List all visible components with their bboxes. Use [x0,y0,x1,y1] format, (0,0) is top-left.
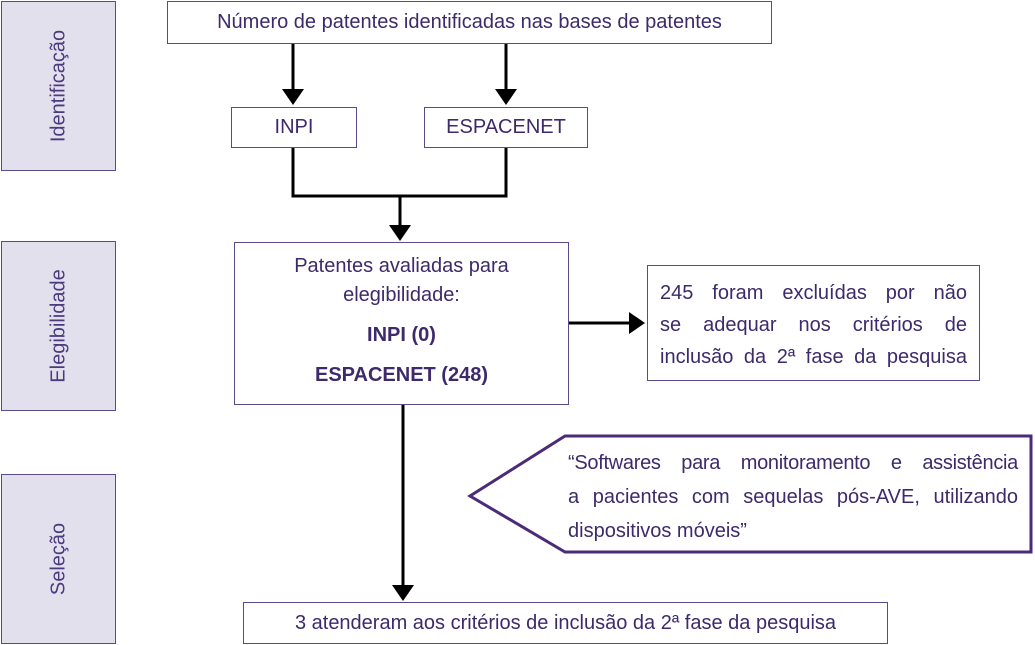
espacenet-text: ESPACENET [446,116,566,138]
identified-patents-text: Número de patentes identificadas nas bas… [217,11,722,33]
arrowhead-eval [389,225,411,241]
excluded-box: 245 foram excluídas por não se adequar n… [647,265,980,381]
arrowhead-excluded [629,312,645,334]
identified-patents-box: Número de patentes identificadas nas bas… [167,1,772,44]
final-selection-text: 3 atenderam aos critérios de inclusão da… [294,611,837,634]
espacenet-box: ESPACENET [424,107,588,148]
eligibility-espacenet-count: ESPACENET (248) [314,364,488,386]
arrowhead-final [392,585,414,601]
eligibility-text-line2: elegibilidade: [343,284,460,306]
stage-selecao: Seleção [1,474,116,644]
arrowhead-espacenet [495,89,517,105]
query-callout-shape [467,434,1033,554]
excluded-text-line2: se adequar nos critérios de [660,314,967,336]
query-callout-text: “Softwares para monitoramento e assistên… [568,446,1018,548]
stage-elegibilidade: Elegibilidade [1,241,116,411]
excluded-text-line3: inclusão da 2ª fase da pesquisa [660,346,967,368]
query-text-line2: a pacientes com sequelas pós-AVE, utiliz… [568,486,1018,508]
query-text-line1: “Softwares para monitoramento e assistên… [568,452,1018,474]
excluded-text-line1: 245 foram excluídas por não [660,282,967,304]
eligibility-box: Patentes avaliadas para elegibilidade: I… [234,242,569,405]
inpi-text: INPI [274,116,314,138]
final-selection-box: 3 atenderam aos critérios de inclusão da… [243,602,888,644]
eligibility-text-line1: Patentes avaliadas para [294,255,509,277]
inpi-box: INPI [231,107,357,148]
arrowhead-inpi [282,89,304,105]
stage-identificacao: Identificação [1,1,116,171]
query-text-line3: dispositivos móveis” [568,520,747,542]
merge-connector [291,148,508,198]
eligibility-inpi-count: INPI (0) [367,324,436,346]
